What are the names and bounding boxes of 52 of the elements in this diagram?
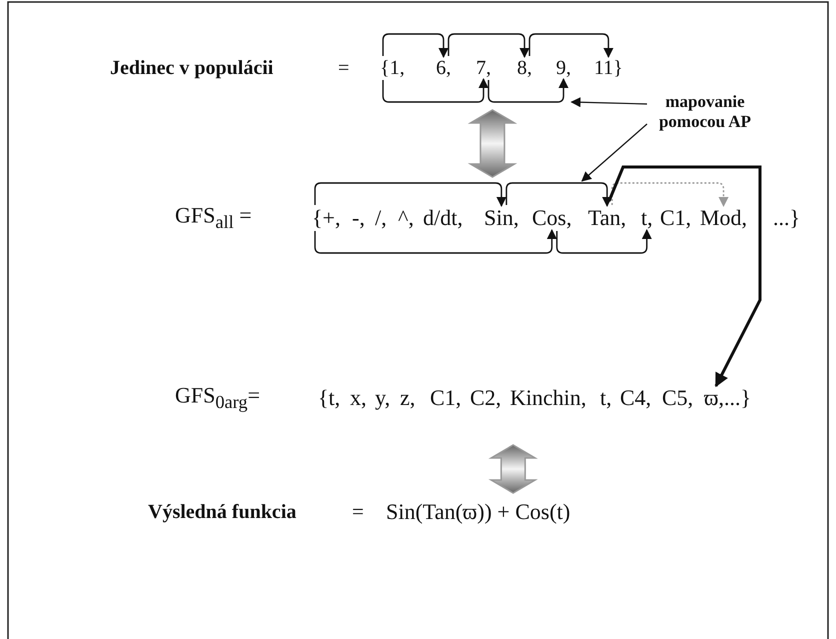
formula-text: Sin(Tan(ϖ)) + Cos(t) (386, 501, 570, 523)
set-element: 6, (436, 58, 451, 78)
set-element: d/dt, (423, 207, 463, 229)
set-element: {t, (318, 387, 340, 409)
arrow (528, 33, 614, 58)
set-element: 9, (556, 58, 571, 78)
set-element: C4, (620, 387, 652, 409)
set-element: ...} (773, 207, 800, 229)
callout-text: mapovanie pomocou AP (645, 92, 765, 133)
arrow (382, 78, 488, 103)
set-element: ^, (398, 207, 414, 229)
set-element: Sin, (484, 207, 519, 229)
set-element: -, (352, 207, 365, 229)
row-label: GFS$_{all}$ = (175, 204, 252, 232)
row-label: Jedinec v populácii (110, 58, 274, 78)
set-element: 7, (476, 58, 491, 78)
set-element: C1, (430, 387, 462, 409)
arrow (488, 78, 568, 103)
set-element: C2, (470, 387, 502, 409)
set-element: {+, (312, 207, 340, 229)
arrow (611, 182, 729, 207)
set-element: ϖ,...} (704, 387, 752, 409)
leader-line (570, 97, 648, 108)
arrow (608, 166, 762, 388)
arrow (448, 33, 530, 58)
arrow (314, 182, 506, 207)
equals-sign: = (338, 58, 350, 78)
set-element: /, (375, 207, 387, 229)
set-element: 8, (517, 58, 532, 78)
double-arrow (468, 109, 518, 178)
set-element: y, (375, 387, 390, 409)
arrow (556, 229, 652, 254)
arrow (382, 33, 448, 58)
arrow (506, 182, 612, 207)
set-element: x, (350, 387, 366, 409)
row-label: Výsledná funkcia (148, 502, 296, 522)
leader-line (581, 124, 648, 182)
set-element: {1, (380, 58, 405, 78)
set-element: 11} (594, 58, 623, 78)
set-element: t, (641, 207, 653, 229)
arrow (314, 229, 557, 254)
equals-sign: = (352, 502, 364, 522)
set-element: C5, (662, 387, 694, 409)
row-label: GFS$_{0arg}$= (175, 384, 260, 412)
set-element: Cos, (532, 207, 572, 229)
double-arrow (488, 444, 538, 494)
set-element: Tan, (588, 207, 626, 229)
set-element: C1, (660, 207, 692, 229)
set-element: t, (600, 387, 612, 409)
set-element: z, (400, 387, 416, 409)
set-element: Mod, (700, 207, 748, 229)
set-element: Kinchin, (510, 387, 586, 409)
